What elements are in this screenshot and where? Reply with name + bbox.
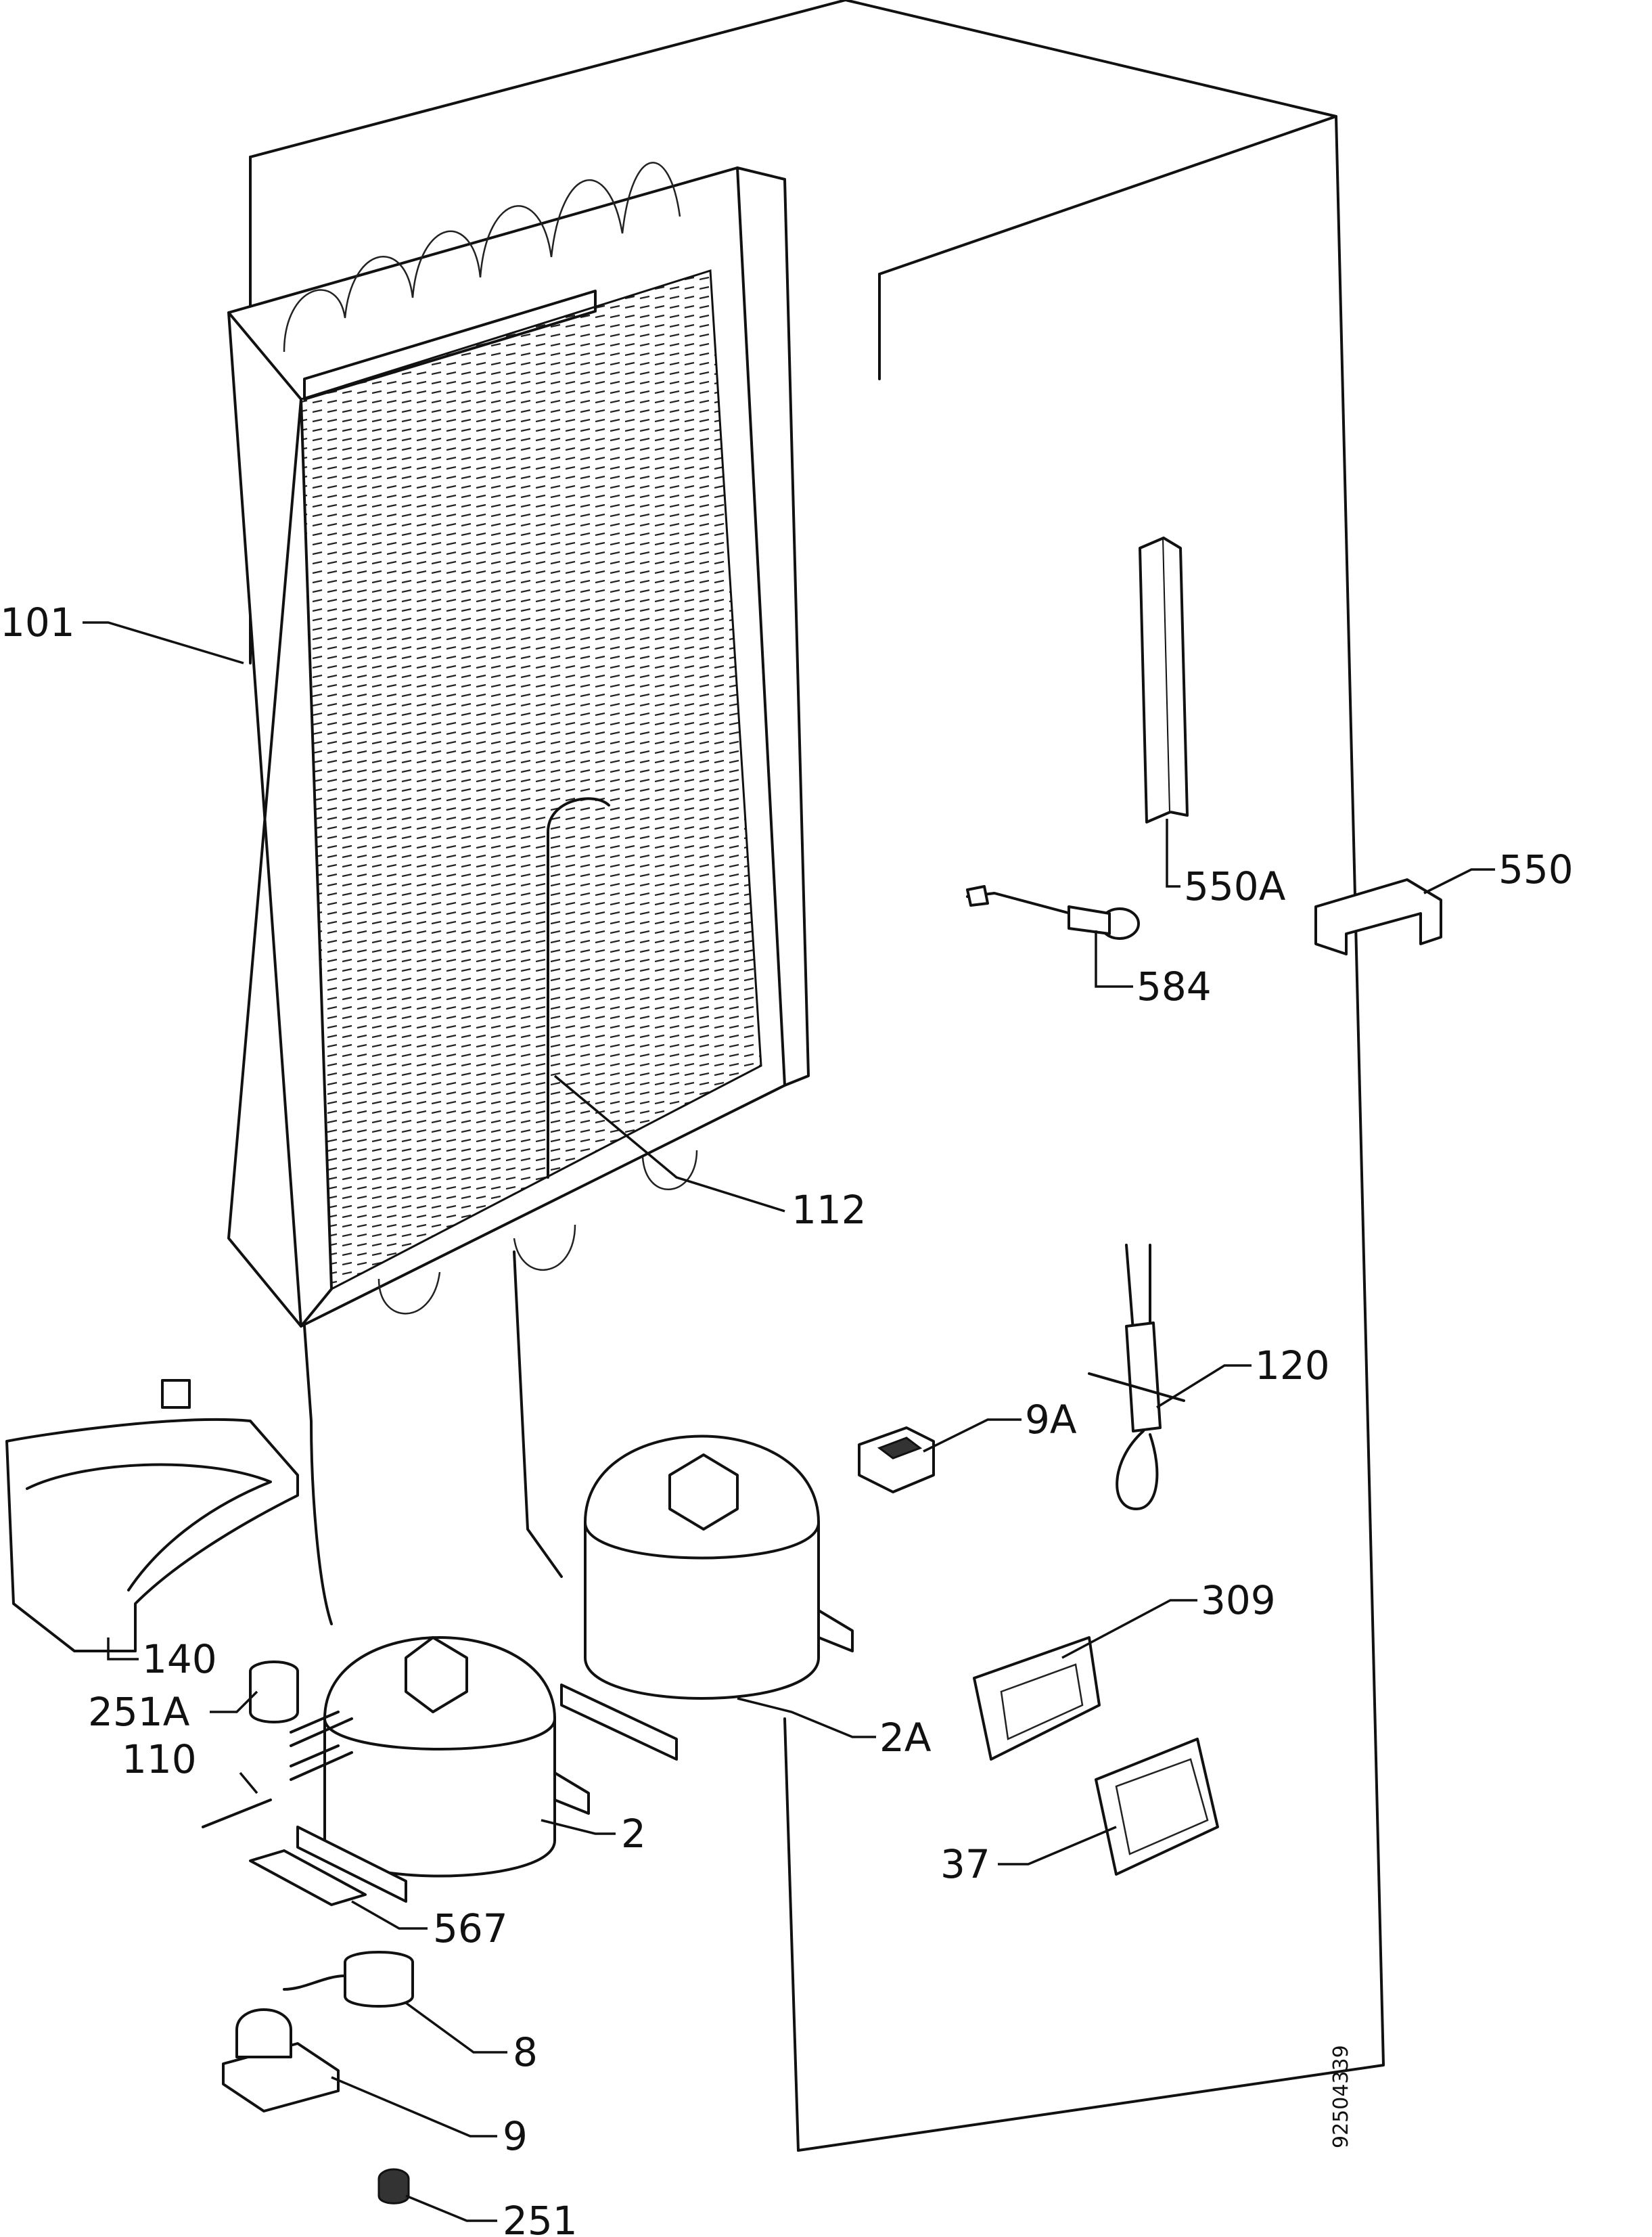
label-9a: 9A: [1025, 1397, 1077, 1443]
label-550a: 550A: [1184, 863, 1286, 909]
drip-tray-140: [5, 1379, 299, 1652]
label-2: 2: [621, 1811, 646, 1857]
label-120: 120: [1255, 1342, 1330, 1388]
label-567: 567: [433, 1905, 508, 1951]
small-parts: [202, 537, 1442, 2205]
label-37: 37: [940, 1841, 990, 1887]
label-550: 550: [1498, 846, 1574, 892]
label-251a: 251A: [88, 1689, 190, 1735]
label-101: 101: [0, 600, 75, 646]
label-140: 140: [142, 1636, 217, 1682]
label-8: 8: [513, 2029, 538, 2075]
refrigerator-cabinet: [249, 0, 1385, 2152]
label-309: 309: [1201, 1577, 1276, 1623]
drawing-code: 92504339: [1329, 2045, 1353, 2148]
compressor-2a: [560, 1434, 854, 1761]
label-2a: 2A: [879, 1715, 932, 1761]
label-251: 251: [503, 2198, 578, 2237]
leader-lines: [83, 621, 1495, 2222]
label-584: 584: [1137, 964, 1212, 1010]
label-110: 110: [122, 1736, 197, 1782]
label-9: 9: [503, 2113, 528, 2159]
label-112: 112: [791, 1187, 867, 1233]
part-labels: 101 112 550A 550 584 120 9A 309 2A 37 14…: [0, 600, 1574, 2237]
compressor-2: [290, 1636, 590, 1903]
condenser-101: [227, 162, 810, 1625]
